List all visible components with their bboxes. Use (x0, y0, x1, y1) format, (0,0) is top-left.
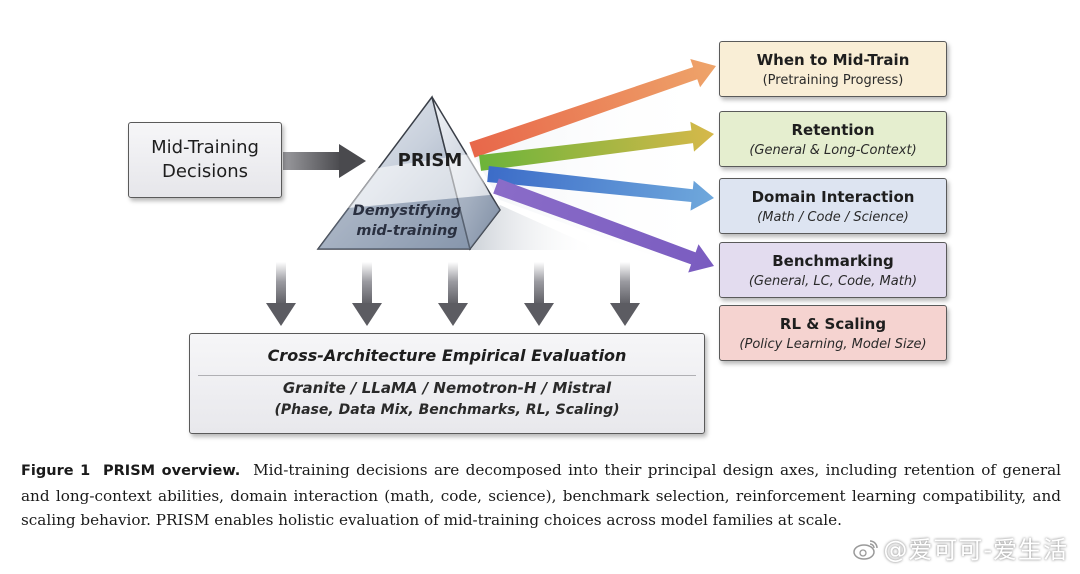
figure-caption: Figure 1 PRISM overview. Mid-training de… (21, 458, 1061, 533)
down-arrows (266, 262, 640, 326)
beam-arrow-4 (493, 178, 714, 273)
diagram-graphics (266, 59, 720, 326)
axis-title: Retention (791, 120, 875, 139)
axis-subtitle: (Pretraining Progress) (762, 72, 904, 88)
watermark: @爱可可-爱生活 (853, 530, 1068, 565)
figure-label: Figure 1 (21, 463, 91, 479)
axis-box-benchmarking: Benchmarking (General, LC, Code, Math) (719, 242, 947, 298)
figure-title: PRISM overview. (103, 463, 241, 479)
evaluation-dimensions: (Phase, Data Mix, Benchmarks, RL, Scalin… (274, 402, 620, 418)
figure-caption-text: Mid-training decisions are decomposed in… (21, 461, 1062, 529)
input-arrow (283, 144, 366, 178)
weibo-icon (853, 540, 879, 560)
axis-subtitle: (Policy Learning, Model Size) (739, 336, 927, 352)
mid-training-decisions-box: Mid-Training Decisions (128, 122, 282, 198)
down-arrow (438, 262, 468, 326)
input-title: Mid-Training Decisions (151, 137, 259, 182)
down-arrow (610, 262, 640, 326)
prism-diagram: Mid-Training Decisions PRISM Demystifyin… (128, 41, 947, 434)
beam-arrow-1 (469, 59, 716, 158)
light-beams (469, 59, 716, 273)
prism-shadow (470, 205, 600, 250)
axis-box-when-to-mid-train: When to Mid-Train (Pretraining Progress) (719, 41, 947, 97)
axis-title: Domain Interaction (751, 187, 915, 206)
evaluation-title: Cross-Architecture Empirical Evaluation (267, 346, 627, 365)
watermark-text: @爱可可-爱生活 (883, 536, 1068, 564)
prism-subtitle: Demystifying mid-training (352, 203, 462, 239)
axis-box-retention: Retention (General & Long-Context) (719, 111, 947, 167)
axis-subtitle: (General, LC, Code, Math) (748, 273, 918, 289)
down-arrow (266, 262, 296, 326)
axis-box-domain-interaction: Domain Interaction (Math / Code / Scienc… (719, 178, 947, 234)
divider (198, 375, 696, 376)
beam-arrow-2 (479, 121, 714, 171)
down-arrow (352, 262, 382, 326)
prism-icon (316, 95, 501, 251)
prism-title: PRISM (397, 150, 463, 171)
cross-architecture-evaluation-box: Cross-Architecture Empirical Evaluation … (189, 333, 705, 434)
axis-subtitle: (Math / Code / Science) (757, 209, 909, 225)
down-arrow (524, 262, 554, 326)
axis-box-rl-scaling: RL & Scaling (Policy Learning, Model Siz… (719, 305, 947, 361)
axis-title: Benchmarking (772, 251, 894, 270)
axis-title: When to Mid-Train (756, 50, 910, 69)
beam-arrow-3 (487, 166, 714, 211)
evaluation-models: Granite / LLaMA / Nemotron-H / Mistral (282, 379, 612, 397)
axis-title: RL & Scaling (779, 314, 887, 333)
axis-subtitle: (General & Long-Context) (749, 142, 917, 158)
light-spread (470, 60, 720, 280)
